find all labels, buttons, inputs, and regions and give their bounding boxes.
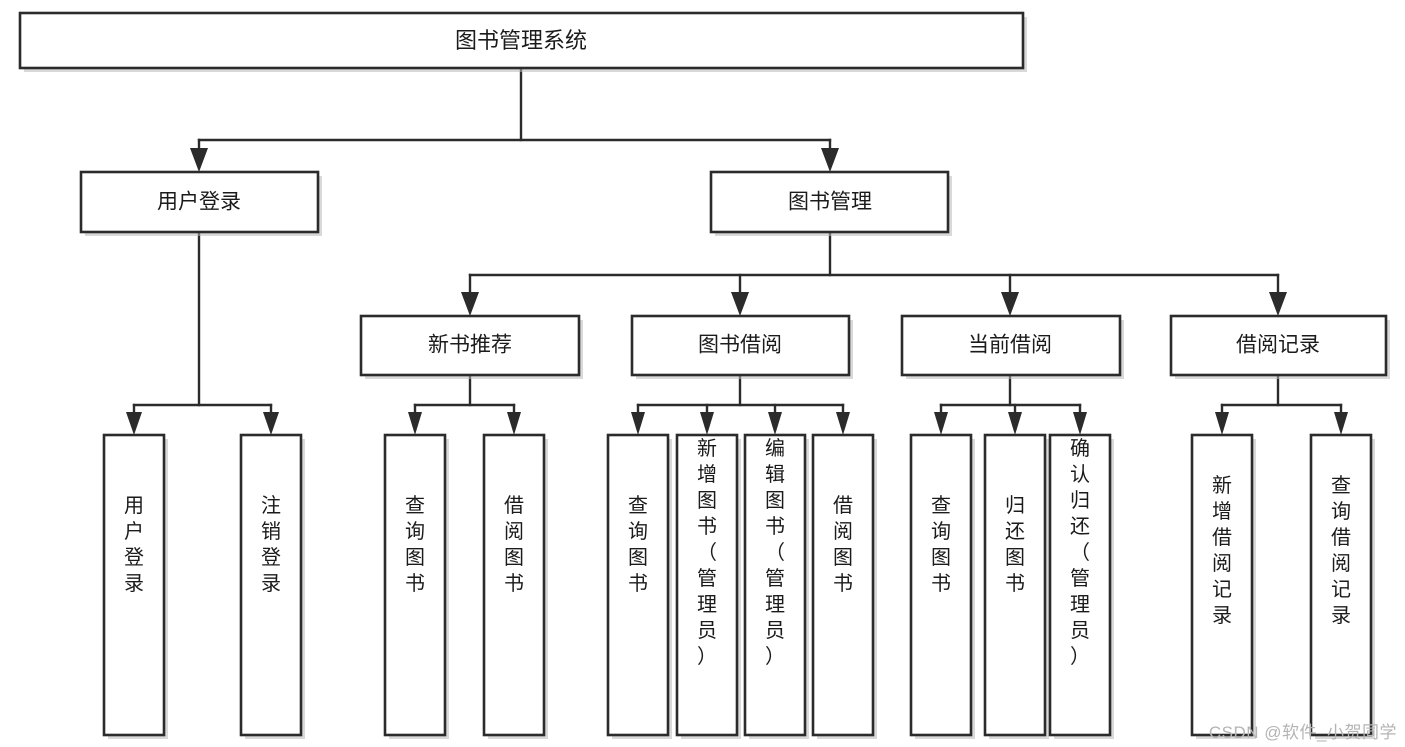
leaf-logout-box[interactable] <box>239 433 303 737</box>
node-leaf-cb-confirm-return[interactable]: 确认归还（管理员） <box>1048 433 1114 739</box>
book-borrow-label: 图书借阅 <box>698 334 782 357</box>
arrow-head-cb-return <box>1008 412 1022 435</box>
root-box[interactable] <box>18 11 1025 70</box>
node-leaf-nbr-borrow-book[interactable]: 借阅图书 <box>482 433 548 739</box>
arrow-head-bb-add <box>700 412 714 435</box>
leaf-logout-label: 注销登录 <box>261 494 281 595</box>
leaf-cb-query-book-label: 查询图书 <box>931 494 951 595</box>
node-new-book-recommend[interactable]: 新书推荐 <box>359 314 583 379</box>
current-borrow-label: 当前借阅 <box>968 334 1052 357</box>
leaf-bb-borrow-book-box[interactable] <box>811 433 875 737</box>
node-leaf-bb-query-book[interactable]: 查询图书 <box>606 433 672 739</box>
node-leaf-cb-query-book[interactable]: 查询图书 <box>909 433 975 739</box>
arrow-head-current-borrow <box>1001 292 1019 316</box>
user-login-box[interactable] <box>79 170 320 234</box>
arrow-head-leaf-user-login <box>126 412 142 435</box>
leaf-br-add-record-label: 新增借阅记录 <box>1212 474 1232 627</box>
node-leaf-logout[interactable]: 注销登录 <box>239 433 305 739</box>
root-label: 图书管理系统 <box>455 28 587 53</box>
leaf-cb-query-book-box[interactable] <box>909 433 973 737</box>
user-login-label: 用户登录 <box>157 191 241 214</box>
arrow-head-book-mgmt <box>821 148 839 172</box>
node-user-login[interactable]: 用户登录 <box>79 170 322 236</box>
new-book-recommend-box[interactable] <box>359 314 581 377</box>
connectors-layer <box>126 66 1348 435</box>
node-leaf-br-query-record[interactable]: 查询借阅记录 <box>1309 433 1375 739</box>
leaf-user-login-box[interactable] <box>102 433 166 737</box>
node-leaf-nbr-query-book[interactable]: 查询图书 <box>383 433 449 739</box>
book-management-box[interactable] <box>709 170 950 234</box>
arrow-head-new-book-rec <box>461 292 479 316</box>
borrow-record-box[interactable] <box>1169 314 1388 377</box>
borrow-record-label: 借阅记录 <box>1236 334 1320 357</box>
arrow-head-nbr-query <box>408 412 422 435</box>
node-leaf-br-add-record[interactable]: 新增借阅记录 <box>1190 433 1256 739</box>
node-leaf-bb-add-book[interactable]: 新增图书（管理员） <box>675 433 741 739</box>
arrow-head-cb-confirm <box>1073 412 1087 435</box>
leaf-cb-confirm-return-box[interactable] <box>1048 433 1112 737</box>
leaf-br-add-record-box[interactable] <box>1190 433 1254 737</box>
leaf-nbr-borrow-book-box[interactable] <box>482 433 546 737</box>
arrow-head-br-add <box>1215 412 1229 435</box>
leaf-nbr-borrow-book-label: 借阅图书 <box>504 494 524 595</box>
leaf-cb-return-book-label: 归还图书 <box>1005 494 1025 595</box>
csdn-watermark: CSDN @软件_小贺同学 <box>1208 723 1397 742</box>
arrow-head-cb-query <box>934 412 948 435</box>
node-borrow-record[interactable]: 借阅记录 <box>1169 314 1390 379</box>
leaf-cb-confirm-return-label: 确认归还（管理员） <box>1070 437 1090 668</box>
node-book-management[interactable]: 图书管理 <box>709 170 952 236</box>
node-leaf-bb-borrow-book[interactable]: 借阅图书 <box>811 433 877 739</box>
node-leaf-bb-edit-book[interactable]: 编辑图书（管理员） <box>743 433 809 739</box>
node-book-borrow[interactable]: 图书借阅 <box>630 314 853 379</box>
node-leaf-user-login[interactable]: 用户登录 <box>102 433 168 739</box>
leaf-user-login-label: 用户登录 <box>124 495 144 595</box>
leaf-bb-add-book-box[interactable] <box>675 433 739 737</box>
arrow-head-borrow-record <box>1269 292 1287 316</box>
leaf-cb-return-book-box[interactable] <box>983 433 1047 737</box>
node-current-borrow[interactable]: 当前借阅 <box>900 314 1124 379</box>
current-borrow-box[interactable] <box>900 314 1122 377</box>
arrow-head-bb-borrow <box>836 412 850 435</box>
leaf-bb-add-book-label: 新增图书（管理员） <box>697 437 717 668</box>
leaf-bb-edit-book-box[interactable] <box>743 433 807 737</box>
leaf-br-query-record-label: 查询借阅记录 <box>1331 474 1351 627</box>
new-book-recommend-label: 新书推荐 <box>428 334 512 357</box>
arrow-head-user-login <box>190 148 208 172</box>
leaf-bb-query-book-label: 查询图书 <box>628 494 648 595</box>
arrow-head-leaf-logout <box>263 412 279 435</box>
leaf-bb-query-book-box[interactable] <box>606 433 670 737</box>
leaf-br-query-record-box[interactable] <box>1309 433 1373 737</box>
arrow-head-nbr-borrow <box>507 412 521 435</box>
leaf-nbr-query-book-box[interactable] <box>383 433 447 737</box>
leaf-nbr-query-book-label: 查询图书 <box>405 494 425 595</box>
arrow-head-bb-edit <box>768 412 782 435</box>
node-leaf-cb-return-book[interactable]: 归还图书 <box>983 433 1049 739</box>
node-root[interactable]: 图书管理系统 <box>18 11 1027 72</box>
leaf-bb-edit-book-label: 编辑图书（管理员） <box>765 437 785 668</box>
arrow-head-book-borrow <box>731 292 749 316</box>
book-borrow-box[interactable] <box>630 314 851 377</box>
arrow-head-bb-query <box>631 412 645 435</box>
book-management-label: 图书管理 <box>788 191 872 214</box>
leaf-bb-borrow-book-label: 借阅图书 <box>833 494 853 595</box>
arrow-head-br-query <box>1334 412 1348 435</box>
